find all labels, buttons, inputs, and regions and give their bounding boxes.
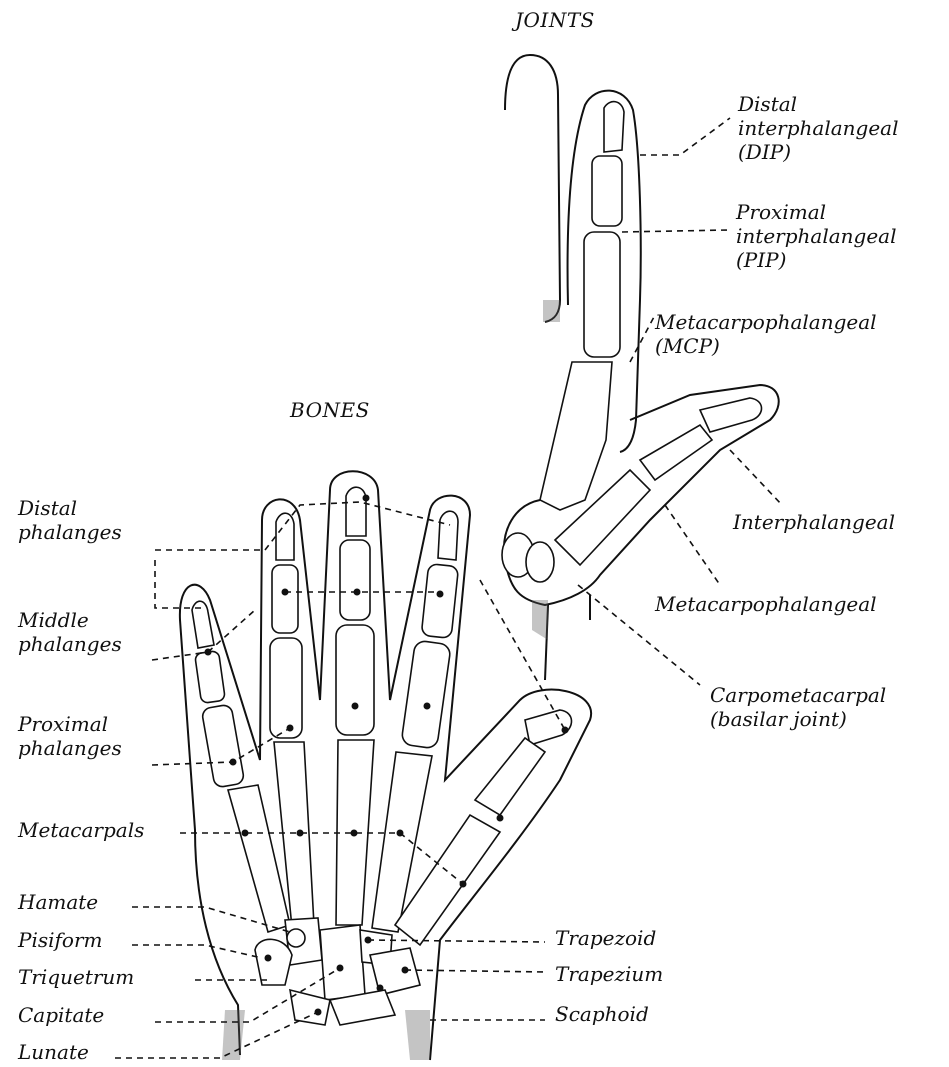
- trapezium-leader: [405, 970, 545, 972]
- joints-title: JOINTS: [515, 8, 595, 32]
- index-proximal-phalanx: [584, 232, 620, 357]
- dot-14: [497, 815, 504, 822]
- capitate-label: Capitate: [18, 1003, 104, 1027]
- index-distal-phalanx-main: [438, 511, 458, 560]
- pip-leader: [622, 230, 728, 232]
- carpal-capitate: [320, 925, 365, 1000]
- index-middle-phalanx: [592, 156, 622, 226]
- dip-leader: [640, 118, 730, 155]
- ring-proximal-phalanx: [270, 638, 302, 738]
- mcp-leader: [630, 315, 655, 362]
- dot-8: [352, 703, 359, 710]
- pisiform-label: Pisiform: [18, 928, 102, 952]
- thumb-proximal-phalanx: [640, 425, 712, 480]
- dip-label: Distal interphalangeal (DIP): [738, 92, 898, 164]
- cmc-label: Carpometacarpal (basilar joint): [710, 683, 886, 731]
- bent-finger-outline: [505, 55, 560, 322]
- index-distal-phalanx: [604, 102, 624, 152]
- right-wrist-shadow: [405, 1010, 430, 1060]
- mcp-label: Metacarpophalangeal (MCP): [655, 310, 877, 358]
- trapezium-label: Trapezium: [555, 962, 663, 986]
- thumb-mcp-label: Metacarpophalangeal: [655, 592, 877, 616]
- side-carpal-2: [526, 542, 554, 582]
- dot-21: [377, 985, 384, 992]
- little-middle-phalanx: [195, 651, 226, 704]
- dot-5: [363, 495, 370, 502]
- carpal-pisiform: [287, 929, 305, 947]
- triquetrum-label: Triquetrum: [18, 965, 134, 989]
- trapezoid-leader: [368, 940, 545, 942]
- ring-distal-phalanx: [276, 513, 294, 560]
- trapezoid-label: Trapezoid: [555, 926, 656, 950]
- index-middle-phalanx-main: [421, 564, 458, 639]
- hamate-label: Hamate: [18, 890, 98, 914]
- index-metacarpal: [540, 362, 612, 510]
- middle-middle-phalanx: [340, 540, 370, 620]
- bones-title: BONES: [290, 398, 370, 422]
- scaphoid-label: Scaphoid: [555, 1002, 649, 1026]
- distal-phalanges-label: Distal phalanges: [18, 496, 122, 544]
- lunate-label: Lunate: [18, 1040, 89, 1064]
- thumb-distal-phalanx: [700, 398, 762, 432]
- finger-shadow: [543, 300, 560, 322]
- thumb-mcp-leader: [665, 505, 720, 585]
- little-proximal-phalanx: [201, 704, 244, 788]
- dot-16: [562, 727, 569, 734]
- thumb-ip-label: Interphalangeal: [733, 510, 895, 534]
- proximal-phalanges-label: Proximal phalanges: [18, 712, 122, 760]
- middle-phalanges-label: Middle phalanges: [18, 608, 122, 656]
- wrist-shadow: [532, 600, 548, 640]
- middle-distal-phalanx: [346, 487, 366, 536]
- left-wrist-shadow: [222, 1010, 245, 1060]
- distal-leader: [155, 502, 450, 608]
- ring-middle-phalanx: [272, 565, 298, 633]
- thumb-ip-leader: [730, 450, 782, 505]
- dot-19: [265, 955, 272, 962]
- dot-9: [424, 703, 431, 710]
- pisiform-leader: [132, 945, 262, 958]
- pip-label: Proximal interphalangeal (PIP): [736, 200, 896, 272]
- middle-proximal-phalanx: [336, 625, 374, 735]
- thumb-proximal-phalanx-main: [475, 738, 545, 815]
- metacarpals-label: Metacarpals: [18, 818, 144, 842]
- index-proximal-phalanx-main: [401, 640, 451, 749]
- carpal-triquetrum: [255, 939, 292, 985]
- lunate-leader: [115, 1012, 318, 1058]
